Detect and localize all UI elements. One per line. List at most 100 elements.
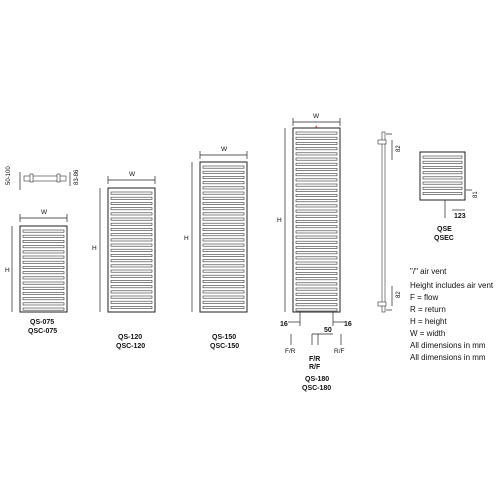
radiator-bar bbox=[422, 181, 463, 185]
radiator-bar bbox=[202, 186, 245, 190]
radiator-bar bbox=[295, 220, 338, 223]
model-name-alt: QSC-075 bbox=[28, 328, 57, 335]
radiator-bar bbox=[110, 259, 153, 263]
radiator-bar bbox=[110, 191, 153, 195]
radiator-bar bbox=[202, 300, 245, 304]
radiator-bar bbox=[202, 202, 245, 205]
radiator-bar bbox=[110, 228, 153, 231]
radiator-qse: 81 123 QSE QSEC bbox=[419, 151, 479, 242]
width-label: W bbox=[129, 171, 136, 178]
radiator-bar bbox=[295, 152, 338, 156]
radiator-bar bbox=[202, 290, 245, 294]
radiator-bar bbox=[22, 250, 65, 254]
radiator-bar bbox=[202, 243, 245, 247]
model-name-alt: QSC-120 bbox=[116, 343, 145, 350]
legend-item: W = width bbox=[410, 329, 445, 338]
radiator-bar bbox=[295, 142, 338, 145]
radiator-bar bbox=[22, 276, 65, 280]
radiator-qs150: W H QS-150 QSC-150 bbox=[184, 146, 248, 350]
radiator-bar bbox=[422, 160, 463, 164]
radiator-bar bbox=[295, 251, 338, 255]
radiator-bar bbox=[22, 281, 65, 285]
top-view-dim-a: 50-100 bbox=[6, 166, 12, 185]
connection-left: F/R bbox=[285, 348, 296, 355]
radiator-bar bbox=[295, 214, 338, 218]
radiator-bar bbox=[202, 274, 245, 278]
radiator-bar bbox=[422, 171, 463, 175]
radiator-bar bbox=[295, 131, 338, 135]
radiator-bar bbox=[295, 235, 338, 239]
model-name: QS-075 bbox=[30, 319, 54, 326]
radiator-bar bbox=[202, 295, 245, 299]
radiator-bar bbox=[202, 222, 245, 226]
radiator-bar bbox=[295, 194, 338, 197]
connection-right: R/F bbox=[334, 348, 345, 355]
radiator-bar bbox=[202, 191, 245, 195]
radiator-bar bbox=[202, 181, 245, 185]
radiator-bar bbox=[295, 178, 338, 182]
top-view-dim-b: 83-86 bbox=[74, 169, 80, 185]
radiator-bar bbox=[110, 222, 153, 226]
radiator-bar bbox=[202, 285, 245, 289]
side-view: 82 82 bbox=[377, 131, 402, 313]
radiator-bar bbox=[110, 238, 153, 242]
radiator-bar bbox=[110, 300, 153, 304]
radiator-bar bbox=[295, 272, 338, 275]
radiator-bar bbox=[295, 168, 338, 171]
radiator-bar bbox=[110, 217, 153, 221]
qse-dim-123: 123 bbox=[454, 213, 466, 220]
radiator-bar bbox=[22, 229, 65, 233]
radiator-bar bbox=[422, 176, 463, 180]
radiator-bar bbox=[295, 225, 338, 229]
radiator-bar bbox=[202, 254, 245, 257]
radiator-bar bbox=[202, 228, 245, 231]
radiator-bar bbox=[202, 280, 245, 283]
radiator-bar bbox=[110, 290, 153, 294]
radiator-bar bbox=[295, 256, 338, 260]
radiator-bar bbox=[22, 292, 65, 295]
radiator-bar bbox=[295, 298, 338, 301]
radiator-bar bbox=[110, 207, 153, 211]
radiator-bar bbox=[110, 306, 153, 309]
radiator-bar bbox=[110, 274, 153, 278]
dim-50: 50 bbox=[324, 327, 332, 334]
radiator-bar bbox=[295, 282, 338, 286]
radiator-bar bbox=[22, 266, 65, 269]
model-name-alt: QSC-180 bbox=[302, 385, 331, 392]
radiator-bar bbox=[202, 165, 245, 169]
model-name: QS-120 bbox=[118, 334, 142, 341]
side-top-dim: 82 bbox=[396, 145, 402, 152]
legend-item: Height includes air vent bbox=[410, 281, 494, 290]
radiator-qs120: W H QS-120 QSC-120 bbox=[92, 171, 156, 350]
radiator-bar bbox=[295, 266, 338, 270]
radiator-bar bbox=[295, 303, 338, 307]
radiator-bar bbox=[110, 295, 153, 299]
model-name: QSE bbox=[437, 226, 452, 233]
radiator-bar bbox=[422, 186, 463, 190]
radiator-bar bbox=[295, 287, 338, 291]
radiator-bar bbox=[110, 248, 153, 252]
radiator-bar bbox=[295, 188, 338, 192]
radiator-bar bbox=[22, 255, 65, 259]
radiator-bar bbox=[295, 261, 338, 265]
radiator-bar bbox=[110, 254, 153, 257]
legend-item: R = return bbox=[410, 305, 446, 314]
radiator-bar bbox=[202, 217, 245, 221]
qse-dim-81: 81 bbox=[473, 191, 479, 198]
radiator-bar bbox=[110, 233, 153, 237]
top-view: 50-100 83-86 bbox=[6, 166, 80, 190]
radiator-qs075: W H QS-075 QSC-075 bbox=[5, 209, 68, 335]
radiator-bar bbox=[202, 259, 245, 263]
radiator-bar bbox=[202, 207, 245, 211]
radiator-bar bbox=[22, 234, 65, 238]
radiator-bar bbox=[22, 286, 65, 290]
legend: "/" air vent Height includes air vent F … bbox=[410, 267, 494, 362]
width-label: W bbox=[313, 113, 320, 120]
width-label: W bbox=[41, 209, 48, 216]
radiator-bar bbox=[202, 264, 245, 268]
side-bottom-dim: 82 bbox=[396, 291, 402, 298]
radiator-bar bbox=[295, 147, 338, 151]
radiator-bar bbox=[110, 202, 153, 205]
radiator-bar bbox=[110, 264, 153, 268]
